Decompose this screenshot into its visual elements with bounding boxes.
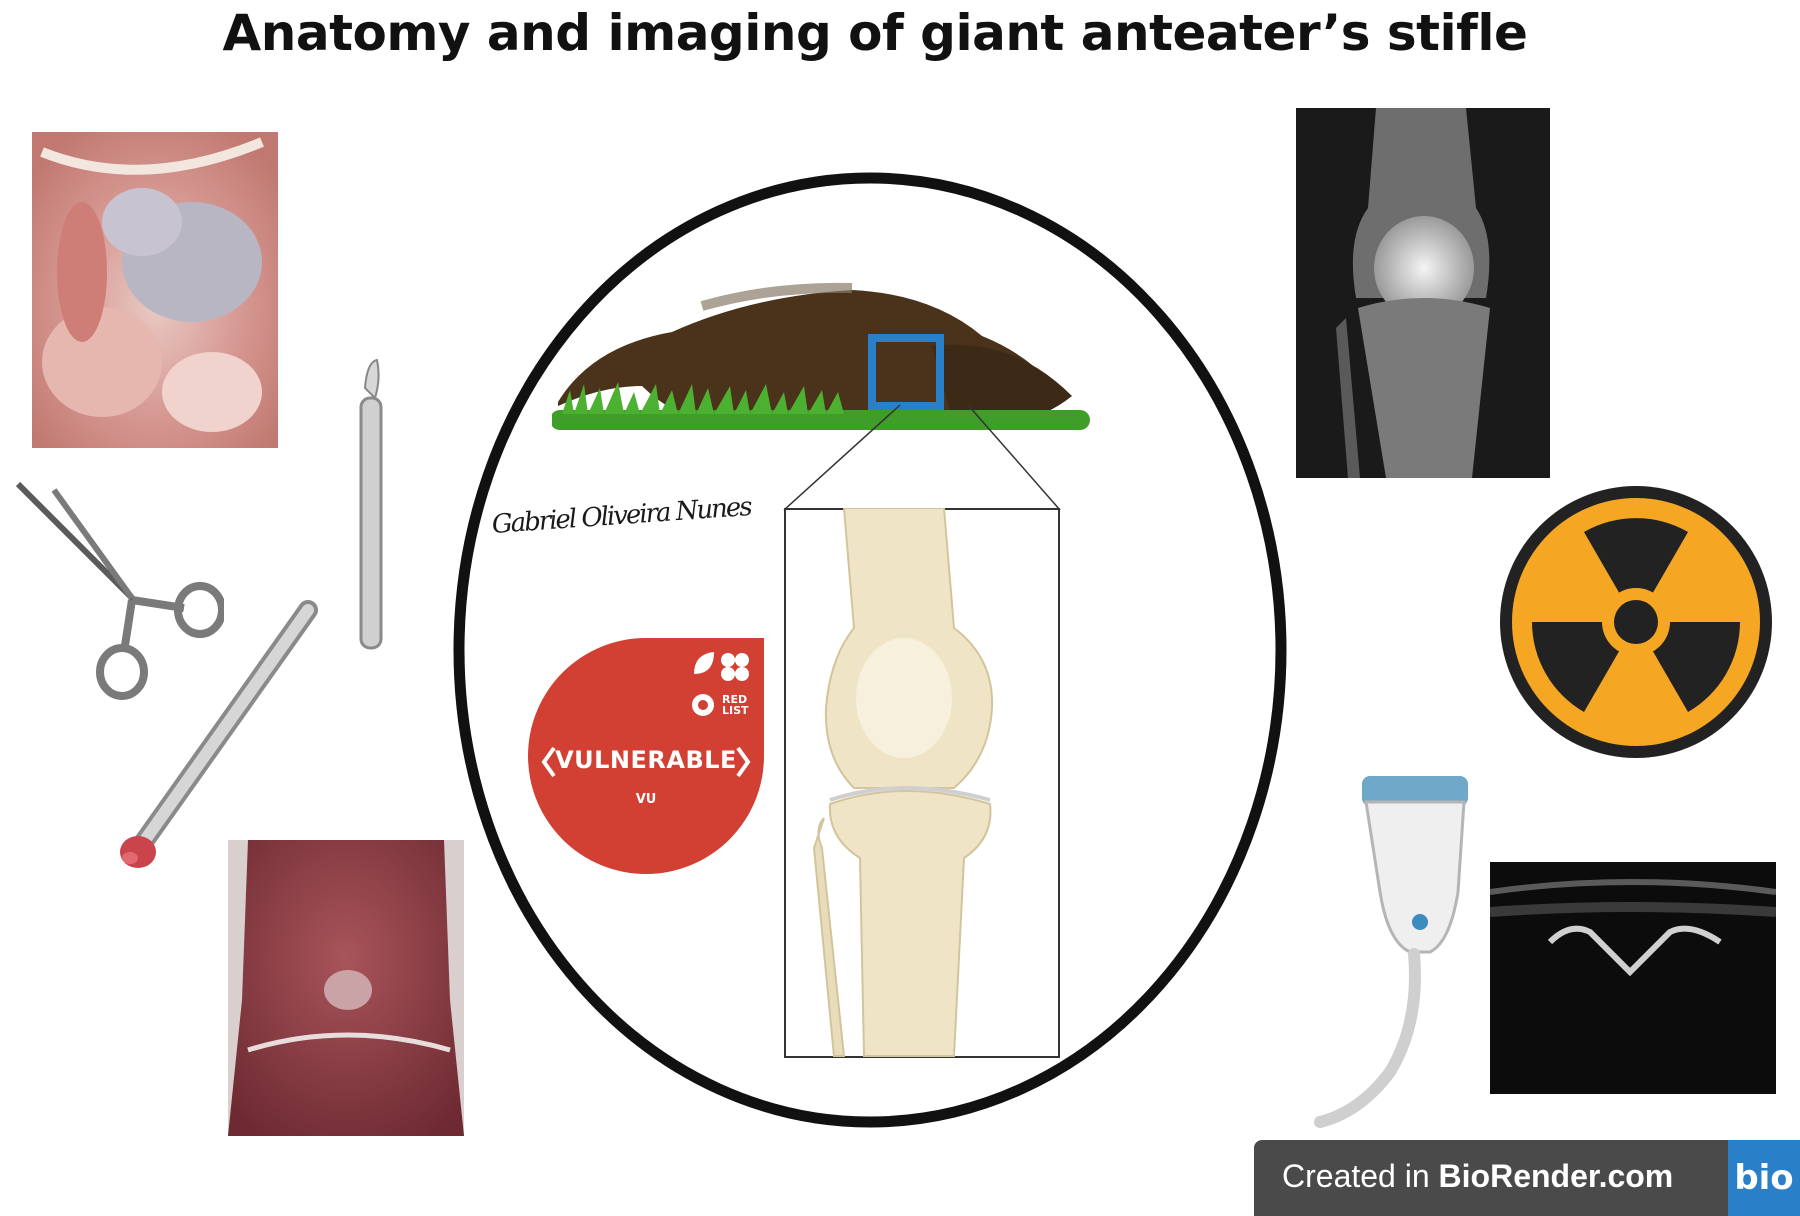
zoom-connector xyxy=(783,404,1061,511)
forceps-icon xyxy=(120,600,318,868)
central-circle xyxy=(453,172,1287,1128)
stifle-bone-inset xyxy=(784,508,1060,1058)
iucn-circle-icon xyxy=(692,694,714,716)
biorender-text: Created in BioRender.com xyxy=(1282,1158,1673,1195)
radiation-icon xyxy=(1500,486,1772,758)
figure-title: Anatomy and imaging of giant anteater’s … xyxy=(222,4,1528,62)
biorender-brand: BioRender.com xyxy=(1438,1158,1674,1194)
biorender-badge: Created in BioRender.com bio xyxy=(1254,1140,1800,1216)
bone-section-photo xyxy=(228,840,464,1136)
redlist-brand-line1: RED xyxy=(722,693,748,706)
redlist-logo-icon xyxy=(694,652,749,681)
biorender-logo: bio xyxy=(1728,1140,1800,1216)
redlist-brand-line2: LIST xyxy=(722,704,749,717)
anteater-illustration xyxy=(552,282,1090,430)
redlist-status: VULNERABLE xyxy=(555,746,737,774)
scalpel-icon xyxy=(359,358,383,650)
xray-image xyxy=(1296,108,1550,478)
redlist-badge: RED LIST VULNERABLE VU xyxy=(528,638,764,874)
dissection-photo xyxy=(32,132,278,448)
ultrasound-image xyxy=(1490,862,1776,1094)
status-arrows xyxy=(541,746,751,778)
biorender-prefix: Created in xyxy=(1282,1158,1439,1194)
ultrasound-probe-icon xyxy=(1314,776,1468,1128)
highlight-box xyxy=(868,334,944,410)
scissors-icon xyxy=(15,481,224,700)
redlist-brand: RED LIST xyxy=(722,694,758,716)
redlist-code: VU xyxy=(635,792,657,807)
